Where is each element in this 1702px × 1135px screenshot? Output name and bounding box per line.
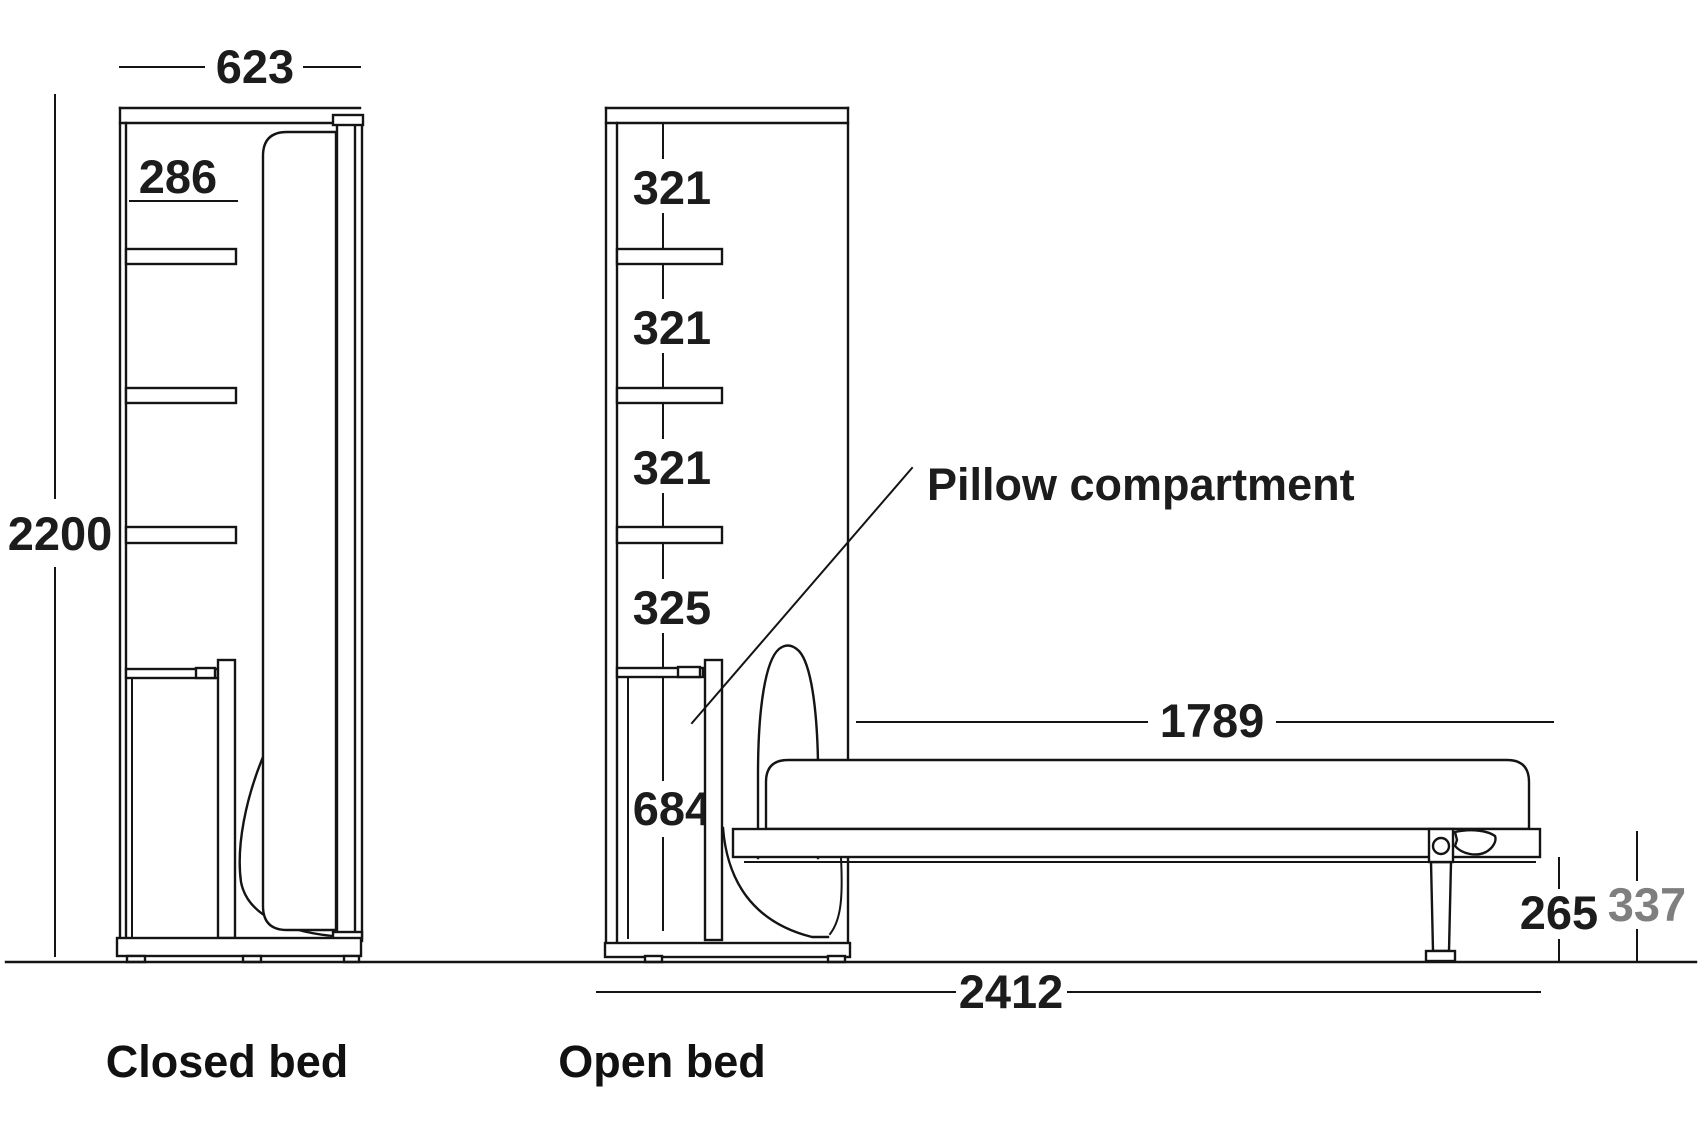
shelf-board	[124, 247, 238, 266]
leg-foot	[1424, 949, 1457, 963]
shelf-board	[615, 247, 724, 266]
plinth	[115, 936, 363, 958]
dim-value-1789: 1789	[1160, 694, 1265, 747]
dim-base-bottom-height: 265	[1520, 857, 1598, 961]
dim-value-623: 623	[216, 40, 294, 93]
dim-value-2412: 2412	[959, 965, 1064, 1018]
dim-closed-width: 623	[119, 40, 361, 93]
shelf-board	[615, 525, 724, 545]
release-lever	[1453, 828, 1497, 856]
dim-value-684: 684	[633, 782, 711, 835]
plinth	[603, 941, 852, 959]
door-bracket-curve	[756, 644, 820, 860]
closed-bed-view: 623 2200 286	[8, 40, 365, 1087]
pillow-shelf	[615, 666, 705, 679]
shelf-board	[124, 525, 238, 545]
open-bed-caption: Open bed	[558, 1036, 766, 1087]
dim-mattress-length: 1789	[856, 694, 1554, 747]
shelf-board	[615, 386, 724, 405]
dim-base-top-height: 337	[1608, 831, 1686, 961]
dim-value-321-a: 321	[633, 161, 711, 214]
door-top-cap	[331, 113, 365, 127]
dim-value-337: 337	[1608, 878, 1686, 931]
dim-value-321-c: 321	[633, 441, 711, 494]
dim-closed-height: 2200	[8, 94, 113, 957]
pillow-compartment-label: Pillow compartment	[927, 459, 1355, 510]
dim-shelf-gaps: 321 321 321 325 684	[633, 122, 711, 931]
latch-fitting	[194, 666, 217, 680]
dim-open-depth: 2412	[596, 965, 1541, 1018]
door-open-curve	[721, 826, 830, 939]
bed-platform	[731, 827, 1542, 859]
closed-bed-caption: Closed bed	[106, 1036, 349, 1087]
dim-value-286: 286	[139, 150, 217, 203]
folded-mattress	[261, 130, 338, 932]
dim-closed-interior-width: 286	[129, 150, 238, 203]
compartment-post	[216, 658, 237, 940]
pillow-compartment-callout: Pillow compartment	[690, 459, 1355, 725]
compartment-post	[703, 658, 724, 942]
dim-value-325: 325	[633, 581, 711, 634]
dim-value-321-b: 321	[633, 301, 711, 354]
mattress	[764, 758, 1531, 831]
leader-line	[690, 466, 914, 725]
hinge-pivot	[1431, 836, 1451, 856]
open-bed-view: 321 321 321 325 684	[558, 106, 1686, 1087]
latch-fitting	[676, 665, 702, 679]
shelf-board	[124, 386, 238, 405]
door-open-edge	[828, 856, 843, 936]
folding-leg	[1429, 860, 1453, 953]
dim-value-2200: 2200	[8, 507, 113, 560]
door-panel	[353, 114, 364, 940]
leg-assembly	[1424, 827, 1497, 963]
dim-value-265: 265	[1520, 886, 1598, 939]
